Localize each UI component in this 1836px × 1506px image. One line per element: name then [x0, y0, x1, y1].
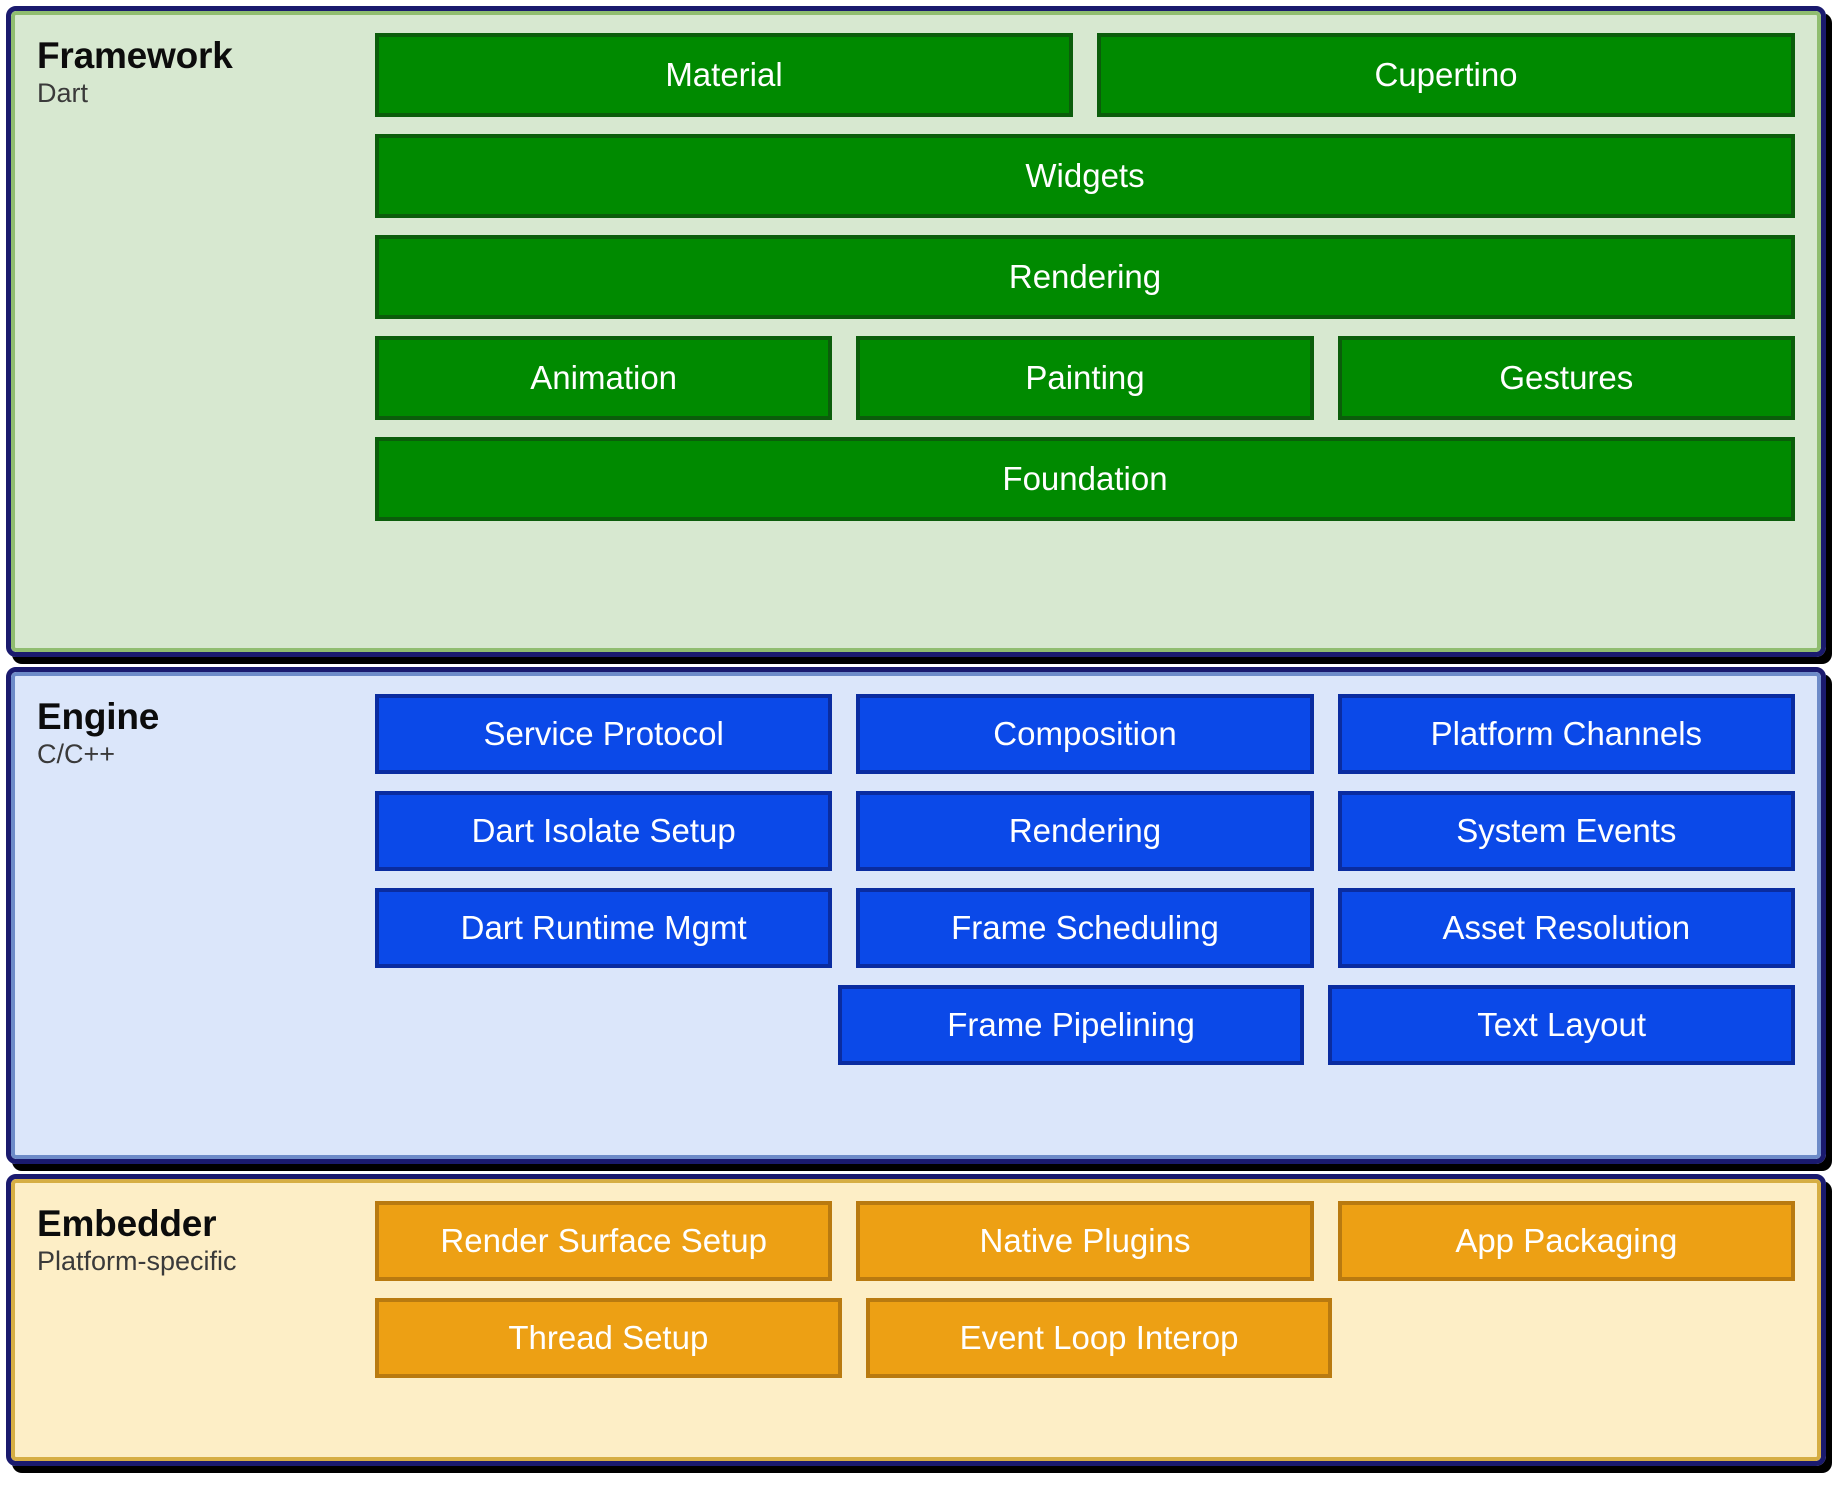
engine-row-1: Service Protocol Composition Platform Ch…	[375, 694, 1795, 774]
engine-row-4: Frame Pipelining Text Layout	[375, 985, 1796, 1065]
framework-title: Framework	[37, 35, 233, 76]
layer-engine: Engine C/C++ Service Protocol Compositio…	[6, 667, 1826, 1164]
framework-label-column: Framework Dart	[15, 15, 375, 648]
engine-title: Engine	[37, 696, 160, 737]
node-app-packaging[interactable]: App Packaging	[1337, 1201, 1795, 1281]
node-animation[interactable]: Animation	[375, 336, 833, 420]
engine-row-4-spacer	[375, 985, 814, 1065]
engine-label-column: Engine C/C++	[15, 676, 375, 1155]
node-dart-runtime-mgmt[interactable]: Dart Runtime Mgmt	[375, 888, 833, 968]
node-asset-resolution[interactable]: Asset Resolution	[1337, 888, 1795, 968]
framework-node-grid: Material Cupertino Widgets Rendering Ani…	[375, 15, 1817, 648]
node-composition[interactable]: Composition	[856, 694, 1314, 774]
node-native-plugins[interactable]: Native Plugins	[856, 1201, 1314, 1281]
embedder-row-2: Thread Setup Event Loop Interop	[375, 1298, 1795, 1378]
node-gestures[interactable]: Gestures	[1337, 336, 1795, 420]
framework-row-4: Animation Painting Gestures	[375, 336, 1795, 420]
node-render-surface-setup[interactable]: Render Surface Setup	[375, 1201, 833, 1281]
node-dart-isolate-setup[interactable]: Dart Isolate Setup	[375, 791, 833, 871]
node-service-protocol[interactable]: Service Protocol	[375, 694, 833, 774]
node-widgets[interactable]: Widgets	[375, 134, 1795, 218]
node-rendering-framework[interactable]: Rendering	[375, 235, 1795, 319]
embedder-subtitle: Platform-specific	[37, 1246, 237, 1277]
node-cupertino[interactable]: Cupertino	[1097, 33, 1795, 117]
node-system-events[interactable]: System Events	[1337, 791, 1795, 871]
embedder-title: Embedder	[37, 1203, 217, 1244]
node-material[interactable]: Material	[375, 33, 1073, 117]
embedder-row-1: Render Surface Setup Native Plugins App …	[375, 1201, 1795, 1281]
embedder-label-column: Embedder Platform-specific	[15, 1183, 375, 1457]
node-frame-scheduling[interactable]: Frame Scheduling	[856, 888, 1314, 968]
node-frame-pipelining[interactable]: Frame Pipelining	[837, 985, 1305, 1065]
engine-node-grid: Service Protocol Composition Platform Ch…	[375, 676, 1817, 1155]
framework-subtitle: Dart	[37, 78, 89, 109]
embedder-row-2-spacer	[1356, 1298, 1795, 1378]
framework-row-1: Material Cupertino	[375, 33, 1795, 117]
node-foundation[interactable]: Foundation	[375, 437, 1795, 521]
node-event-loop-interop[interactable]: Event Loop Interop	[865, 1298, 1333, 1378]
engine-row-3: Dart Runtime Mgmt Frame Scheduling Asset…	[375, 888, 1795, 968]
node-painting[interactable]: Painting	[856, 336, 1314, 420]
layer-framework: Framework Dart Material Cupertino Widget…	[6, 6, 1826, 657]
engine-row-2: Dart Isolate Setup Rendering System Even…	[375, 791, 1795, 871]
framework-row-5: Foundation	[375, 437, 1795, 521]
embedder-node-grid: Render Surface Setup Native Plugins App …	[375, 1183, 1817, 1457]
node-platform-channels[interactable]: Platform Channels	[1337, 694, 1795, 774]
framework-row-3: Rendering	[375, 235, 1795, 319]
layer-embedder: Embedder Platform-specific Render Surfac…	[6, 1174, 1826, 1466]
framework-row-2: Widgets	[375, 134, 1795, 218]
node-rendering-engine[interactable]: Rendering	[856, 791, 1314, 871]
engine-subtitle: C/C++	[37, 739, 116, 770]
node-thread-setup[interactable]: Thread Setup	[375, 1298, 842, 1378]
node-text-layout[interactable]: Text Layout	[1328, 985, 1796, 1065]
